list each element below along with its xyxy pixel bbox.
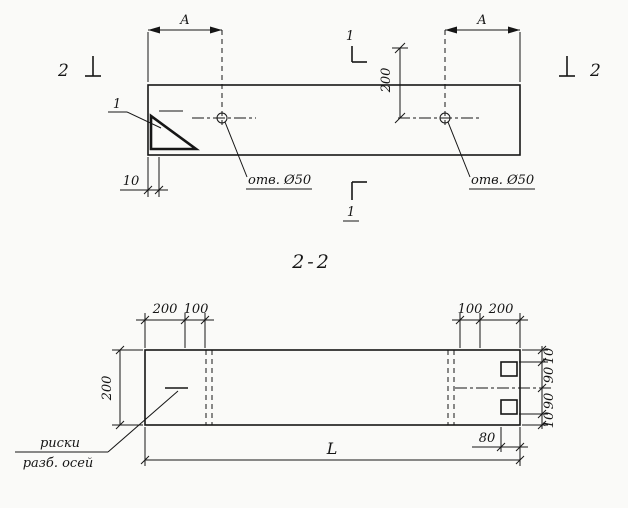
groove-bottom <box>500 399 518 415</box>
dim-80-tick-1 <box>496 442 506 452</box>
dim-200-tick-2 <box>394 112 406 124</box>
detail-leader <box>126 111 162 129</box>
chain-label-90b: 90 <box>542 393 557 410</box>
detail-label: 1 <box>113 97 121 112</box>
detail-triangle <box>149 113 200 151</box>
section-title: 2-2 <box>291 251 332 273</box>
chain-label-10a: 10 <box>542 348 557 365</box>
dim-tl-tick-2 <box>180 315 190 325</box>
dim-a-right-arrow-1 <box>445 26 457 34</box>
cut-2-right-label: 2 <box>589 61 601 81</box>
dim-200-label: 200 <box>379 68 394 94</box>
dim-l-tick-2 <box>515 455 525 465</box>
hole-left-leader <box>224 121 248 178</box>
groove-top <box>500 361 518 377</box>
dim-tl-tick-1 <box>140 315 150 325</box>
chain-label-10b: 10 <box>542 412 557 429</box>
dim-200-tick-1 <box>394 42 406 54</box>
section-view: 200 100 100 200 200 риски разб. осей <box>15 302 557 471</box>
dim-height-tick-1 <box>115 345 125 355</box>
hole-right-leader <box>447 121 471 178</box>
dim-tr-100: 100 <box>458 302 483 317</box>
chain-label-90a: 90 <box>542 367 557 384</box>
note-leader <box>107 390 179 453</box>
hole-right-label: отв. Ø50 <box>471 173 534 188</box>
dim-l-label: L <box>326 439 338 458</box>
cut-1-bottom-label: 1 <box>347 205 355 220</box>
note-line-1: риски <box>40 436 80 451</box>
plan-beam-outline <box>147 84 521 156</box>
dim-height-tick-2 <box>115 420 125 430</box>
dim-a-left-arrow-2 <box>210 26 222 34</box>
dim-tr-tick-3 <box>515 315 525 325</box>
dim-a-right-label: A <box>476 13 486 28</box>
dim-tl-200: 200 <box>152 302 178 317</box>
chain-tick-1 <box>537 345 547 355</box>
hole-left-label: отв. Ø50 <box>248 173 311 188</box>
dim-tl-tick-3 <box>200 315 210 325</box>
dim-tr-tick-2 <box>475 315 485 325</box>
dim-80-label: 80 <box>479 431 496 446</box>
plan-view: 1 отв. Ø50 отв. Ø50 A A 2 2 <box>57 13 601 222</box>
chain-tick-2 <box>537 357 547 367</box>
dim-tr-200: 200 <box>488 302 514 317</box>
dim-l-tick-1 <box>140 455 150 465</box>
dim-tr-tick-1 <box>455 315 465 325</box>
dim-10-tick-1 <box>143 185 153 195</box>
dim-a-right-arrow-2 <box>508 26 520 34</box>
dim-a-left-arrow-1 <box>148 26 160 34</box>
chain-tick-4 <box>537 409 547 419</box>
dim-tl-100: 100 <box>184 302 209 317</box>
dim-10-label: 10 <box>123 174 140 189</box>
cut-2-left-label: 2 <box>57 61 69 81</box>
dim-a-left-label: A <box>179 13 189 28</box>
note-line-2: разб. осей <box>23 456 94 471</box>
chain-tick-3 <box>537 383 547 393</box>
dim-10-tick-2 <box>154 185 164 195</box>
dim-height-label: 200 <box>100 376 115 402</box>
cut-1-top-label: 1 <box>346 29 354 44</box>
chain-tick-5 <box>537 420 547 430</box>
